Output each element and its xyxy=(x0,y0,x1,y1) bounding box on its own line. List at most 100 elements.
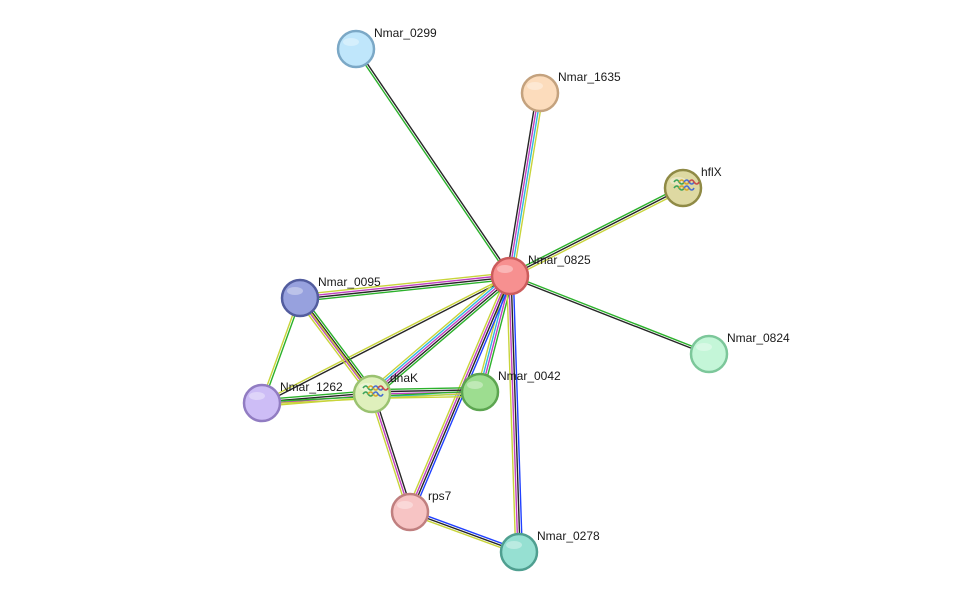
node-circle[interactable] xyxy=(499,532,539,572)
node-Nmar_0278[interactable]: Nmar_0278 xyxy=(499,529,600,572)
edge-Nmar_0825-Nmar_0095[interactable] xyxy=(299,272,511,302)
node-label: Nmar_1262 xyxy=(280,380,343,394)
node-Nmar_1262[interactable]: Nmar_1262 xyxy=(242,380,343,423)
edge-Nmar_0825-Nmar_0042[interactable] xyxy=(476,274,514,394)
edge-strand-cooccurrence xyxy=(512,275,523,552)
edge-Nmar_0825-Nmar_0299[interactable] xyxy=(354,47,512,278)
node-circle[interactable] xyxy=(689,334,729,374)
node-rps7[interactable]: rps7 xyxy=(390,489,452,532)
node-highlight xyxy=(249,392,265,400)
node-highlight xyxy=(343,38,359,46)
edge-strand-textmining xyxy=(476,274,508,392)
edge-strand-textmining xyxy=(510,189,685,279)
node-circle[interactable] xyxy=(280,278,320,318)
edge-strand-textmining xyxy=(506,276,517,553)
edge-strand-cooccurrence xyxy=(410,509,520,551)
node-highlight xyxy=(497,265,513,273)
node-dnaK[interactable]: dnaK xyxy=(352,371,418,414)
node-highlight xyxy=(467,381,483,389)
edge-strand-neighborhood xyxy=(300,278,511,302)
node-circle[interactable] xyxy=(336,29,376,69)
node-label: Nmar_0042 xyxy=(498,369,561,383)
edge-rps7-Nmar_0278[interactable] xyxy=(409,509,520,555)
edge-Nmar_0825-hflX[interactable] xyxy=(508,185,685,279)
edge-strand-textmining xyxy=(299,272,510,296)
node-circle[interactable] xyxy=(390,492,430,532)
edge-strand-databases xyxy=(370,273,510,393)
edge-strand-neighborhood xyxy=(510,274,710,354)
node-Nmar_1635[interactable]: Nmar_1635 xyxy=(520,70,621,113)
node-Nmar_0824[interactable]: Nmar_0824 xyxy=(689,331,790,374)
node-label: Nmar_1635 xyxy=(558,70,621,84)
edge-strand-textmining xyxy=(409,513,519,555)
edge-strand-coexpression xyxy=(300,276,511,300)
node-label: Nmar_0824 xyxy=(727,331,790,345)
edge-dnaK-rps7[interactable] xyxy=(369,393,413,513)
edge-strand-textmining xyxy=(296,299,370,397)
edge-Nmar_0825-Nmar_1635[interactable] xyxy=(506,92,544,277)
edge-strand-databases xyxy=(478,275,510,392)
node-Nmar_0825[interactable]: Nmar_0825 xyxy=(490,253,591,296)
edge-strand-neighborhood xyxy=(508,185,683,275)
edge-Nmar_0825-Nmar_1262[interactable] xyxy=(261,274,511,405)
node-hflX[interactable]: hflX xyxy=(663,165,722,208)
edge-strand-coexpression xyxy=(372,277,512,397)
node-circle[interactable] xyxy=(242,383,282,423)
node-label: Nmar_0825 xyxy=(528,253,591,267)
node-highlight xyxy=(506,541,522,549)
edge-strand-coexpression xyxy=(356,47,512,276)
edge-strand-neighborhood xyxy=(374,278,514,398)
edge-strand-textmining xyxy=(299,297,373,395)
edge-strand-neighborhood xyxy=(354,49,510,278)
edge-strand-experiments xyxy=(371,393,411,513)
node-highlight xyxy=(397,501,413,509)
edge-strand-neighborhood xyxy=(482,276,514,394)
edge-strand-experiments xyxy=(508,92,540,276)
edge-strand-textmining xyxy=(369,394,409,513)
node-circle[interactable] xyxy=(490,256,530,296)
node-label: Nmar_0278 xyxy=(537,529,600,543)
edge-strand-coexpression xyxy=(510,275,521,552)
node-label: hflX xyxy=(701,165,722,179)
edge-Nmar_0825-Nmar_0824[interactable] xyxy=(509,274,710,356)
node-label: Nmar_0299 xyxy=(374,26,437,40)
node-circle[interactable] xyxy=(352,374,392,414)
protein-structure-icon xyxy=(673,179,700,191)
edge-strand-coexpression xyxy=(300,296,374,394)
edge-strand-coexpression xyxy=(373,393,413,512)
edge-strand-experiments xyxy=(299,274,510,298)
edge-strand-experiments xyxy=(371,275,511,395)
edge-Nmar_0095-dnaK[interactable] xyxy=(296,295,376,397)
node-Nmar_0042[interactable]: Nmar_0042 xyxy=(460,369,561,412)
node-circle[interactable] xyxy=(663,168,703,208)
edge-strand-databases xyxy=(510,93,542,277)
edge-strand-coexpression xyxy=(509,276,709,356)
edge-strand-experiments xyxy=(480,276,512,393)
node-highlight xyxy=(287,287,303,295)
node-label: Nmar_0095 xyxy=(318,275,381,289)
edge-strand-textmining xyxy=(261,274,510,403)
edge-Nmar_0825-Nmar_0278[interactable] xyxy=(506,275,523,553)
edge-dnaK-Nmar_0095[interactable] xyxy=(299,297,373,395)
node-Nmar_0095[interactable]: Nmar_0095 xyxy=(280,275,381,318)
edge-Nmar_0825-dnaK[interactable] xyxy=(368,272,514,398)
edge-strand-coexpression xyxy=(409,511,520,553)
node-label: rps7 xyxy=(428,489,452,503)
edge-strand-coexpression xyxy=(506,92,538,276)
protein-structure-icon xyxy=(362,385,389,397)
edges-layer xyxy=(260,47,710,555)
node-highlight xyxy=(696,343,712,351)
edge-strand-textmining xyxy=(368,272,508,392)
edge-strand-coexpression xyxy=(509,187,684,277)
node-Nmar_0299[interactable]: Nmar_0299 xyxy=(336,26,437,69)
edge-strand-coexpression xyxy=(262,276,511,405)
edge-strand-textmining xyxy=(512,93,544,277)
node-circle[interactable] xyxy=(520,73,560,113)
node-circle[interactable] xyxy=(460,372,500,412)
node-highlight xyxy=(527,82,543,90)
edge-strand-experiments xyxy=(298,298,372,396)
edge-strand-neighborhood xyxy=(302,295,376,393)
edge-strand-experiments xyxy=(508,276,519,553)
